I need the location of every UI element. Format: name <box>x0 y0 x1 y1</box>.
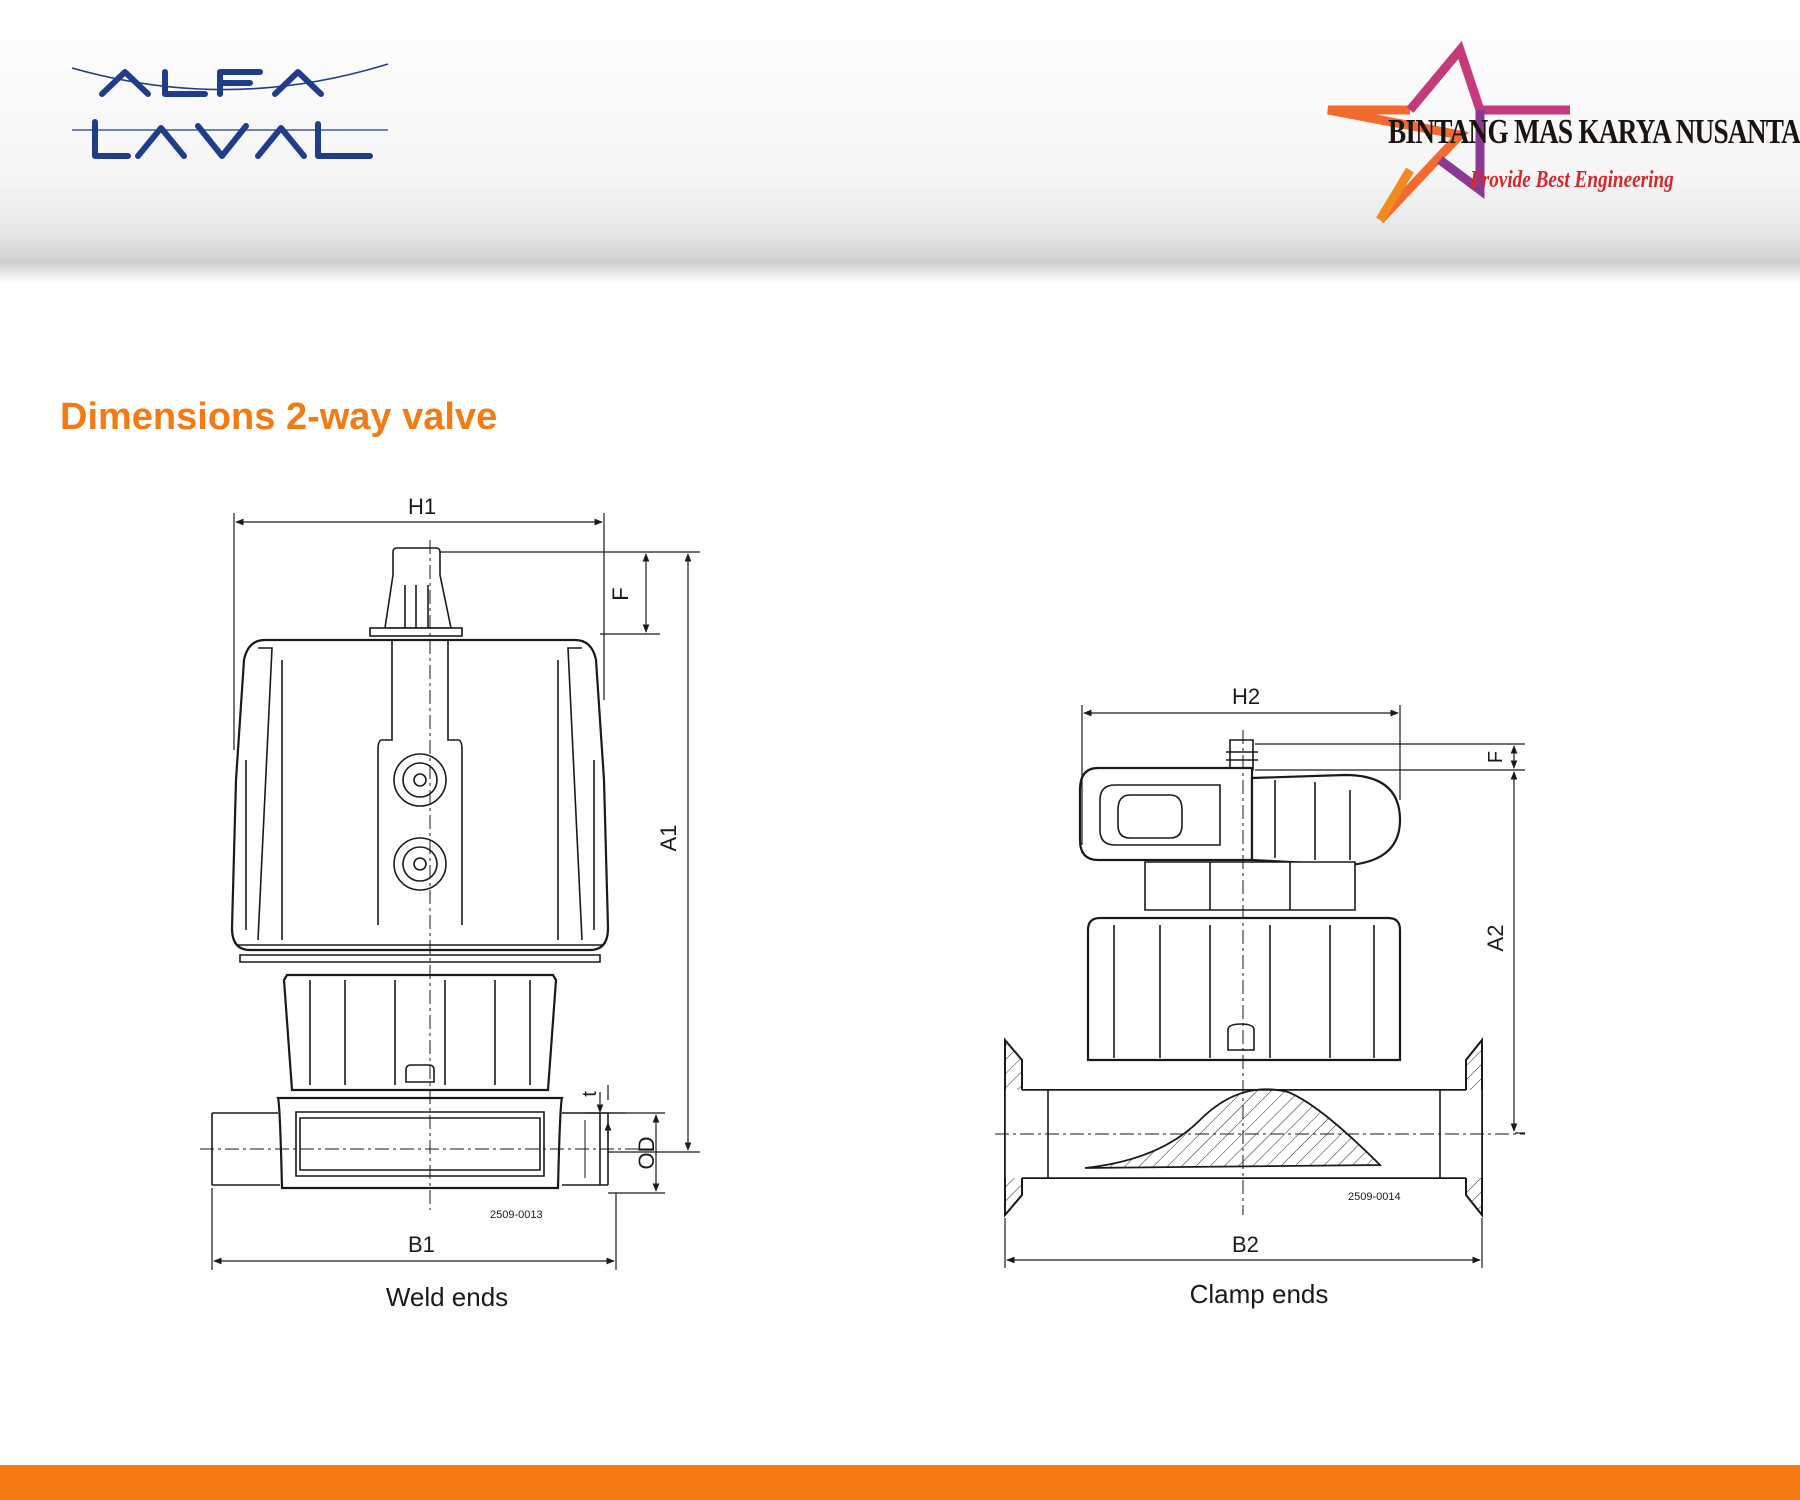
clamp-dim-H2: H2 <box>1232 684 1260 709</box>
clamp-ends-labels: H2 F A2 B2 2509-0014 Clamp ends <box>1190 684 1508 1309</box>
weld-ends-caption: Weld ends <box>386 1282 508 1312</box>
alfa-laval-logo <box>71 63 389 159</box>
weld-dim-OD: OD <box>634 1137 659 1170</box>
company-tagline: Provide Best Engineering <box>1470 167 1674 193</box>
clamp-drawing-number: 2509-0014 <box>1348 1191 1401 1203</box>
clamp-dim-A2: A2 <box>1483 925 1508 952</box>
footer-accent-bar <box>0 1465 1800 1500</box>
bintang-star-logo <box>1327 40 1570 224</box>
weld-dim-A1: A1 <box>656 825 681 852</box>
weld-dim-H1: H1 <box>408 494 436 519</box>
weld-ends-labels: H1 F A1 t OD B1 2509-0013 Weld ends <box>386 494 681 1312</box>
page-title: Dimensions 2-way valve <box>60 396 498 438</box>
company-name: BINTANG MAS KARYA NUSANTARA <box>1388 112 1800 151</box>
weld-dim-t: t <box>579 1091 601 1097</box>
dimension-drawing: H1 F A1 t OD B1 2509-0013 Weld ends <box>200 494 1525 1312</box>
weld-drawing-number: 2509-0013 <box>490 1209 543 1221</box>
clamp-dim-B2: B2 <box>1232 1232 1259 1257</box>
clamp-ends-diagram <box>995 705 1525 1268</box>
header-banner: BINTANG MAS KARYA NUSANTARA Provide Best… <box>0 0 1800 282</box>
weld-ends-diagram <box>200 513 700 1270</box>
weld-dim-B1: B1 <box>408 1232 435 1257</box>
clamp-dim-F: F <box>1485 751 1507 763</box>
weld-dim-F: F <box>608 587 633 600</box>
clamp-ends-caption: Clamp ends <box>1190 1279 1329 1309</box>
